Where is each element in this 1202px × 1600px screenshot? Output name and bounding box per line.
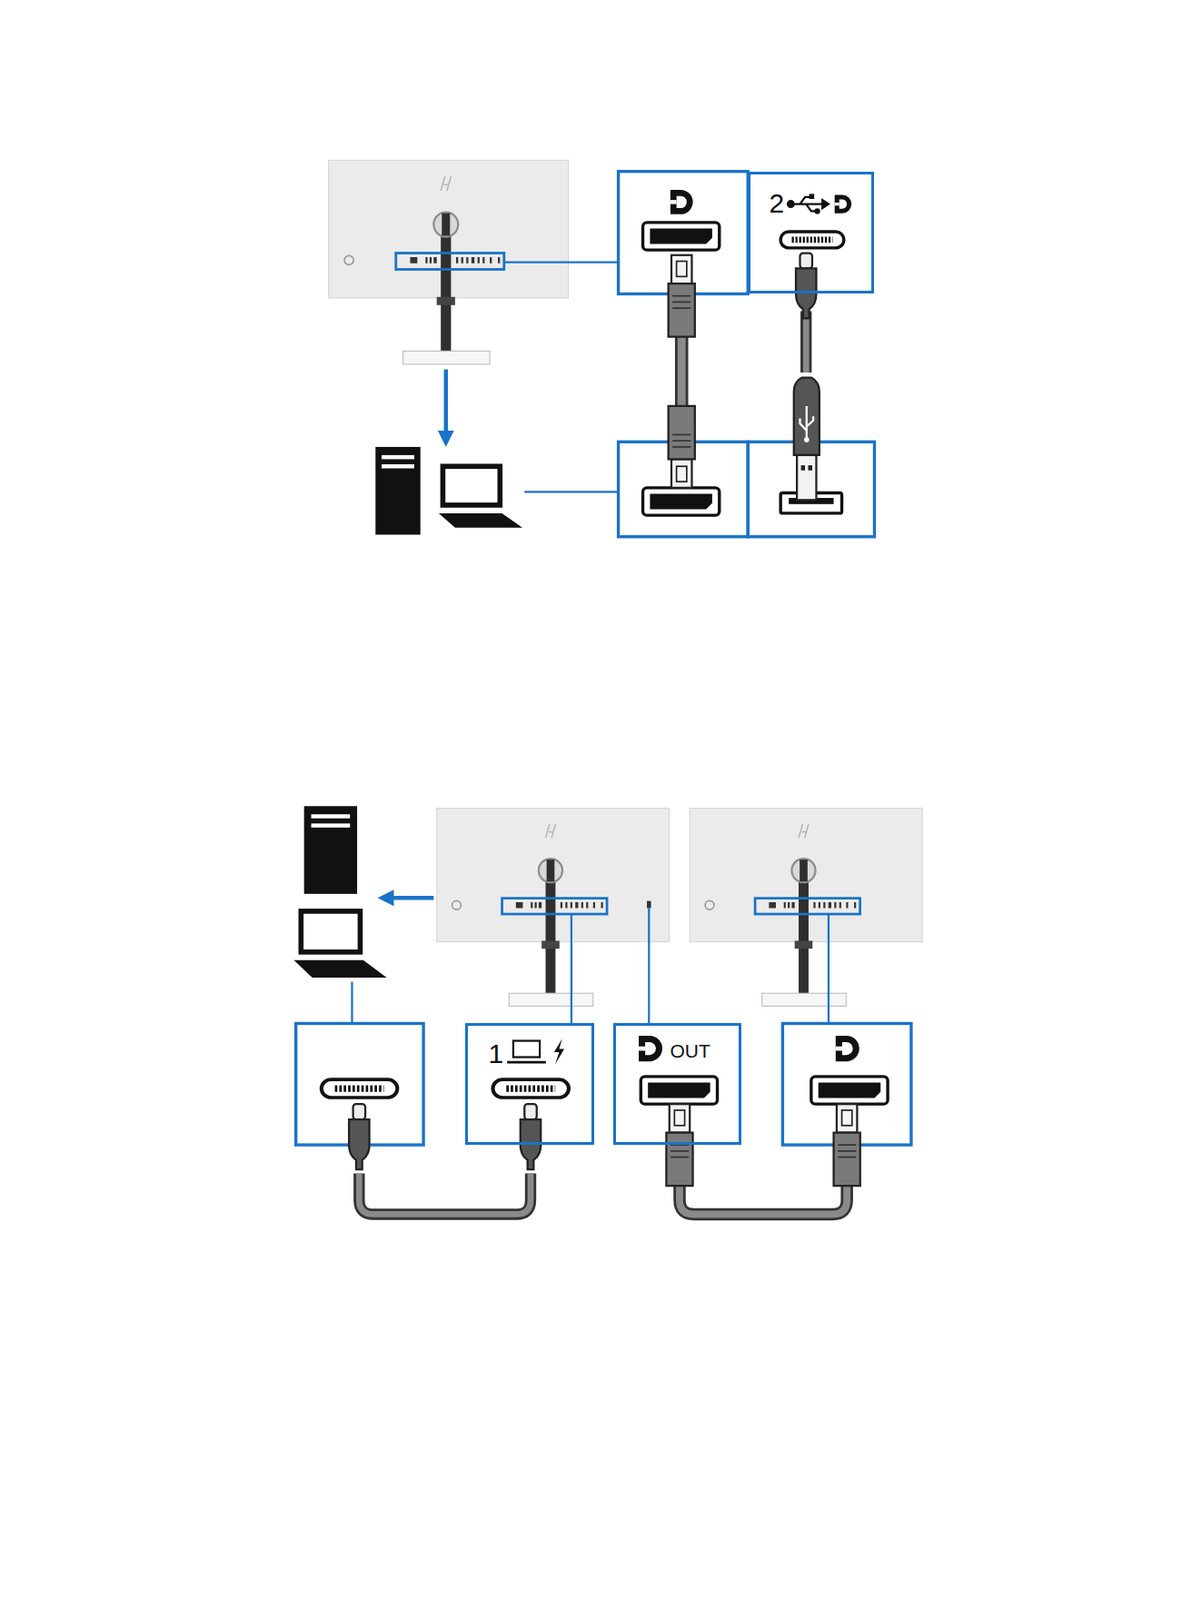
laptop-icon xyxy=(293,911,387,978)
displayport-port xyxy=(640,1076,717,1104)
displayport-logo xyxy=(835,1035,860,1062)
displayport-cable xyxy=(834,1103,861,1186)
displayport-port xyxy=(643,222,720,250)
displayport-logo xyxy=(834,195,853,214)
desktop-tower-icon xyxy=(311,823,351,827)
laptop-icon xyxy=(300,911,360,953)
displayport-cable xyxy=(668,255,696,338)
usb-c-port xyxy=(780,231,845,249)
usb-cable xyxy=(800,311,812,373)
usb-symbol xyxy=(787,195,829,214)
usb-cable xyxy=(794,253,820,501)
port-label: 2 xyxy=(768,189,785,218)
port-label-box: 1 xyxy=(465,1023,595,1145)
laptop-symbol xyxy=(506,1041,547,1063)
displayport-logo xyxy=(638,1035,663,1062)
laptop-icon xyxy=(438,513,523,528)
leader-lines xyxy=(570,913,573,1024)
usb-symbol xyxy=(787,200,795,208)
usb-symbol xyxy=(822,199,829,209)
usb-c-cable xyxy=(348,1103,369,1170)
displayport-cable xyxy=(675,326,689,418)
usb-symbol xyxy=(794,202,823,205)
desktop-tower-icon xyxy=(311,814,351,818)
desktop-tower-icon xyxy=(304,805,358,895)
power-bolt xyxy=(554,1038,565,1064)
displayport-port xyxy=(643,487,720,516)
displayport-cable xyxy=(677,326,686,418)
laptop-symbol xyxy=(506,1061,547,1064)
displayport-cable xyxy=(668,406,696,488)
usb-c-port xyxy=(321,1079,398,1098)
displayport-port xyxy=(643,487,720,516)
usb-c-port xyxy=(780,231,845,249)
displayport-cable xyxy=(679,1183,847,1215)
port-label-box: OUT xyxy=(613,1023,743,1145)
usb-c-cable xyxy=(348,1103,541,1214)
displayport-cable xyxy=(668,255,696,488)
usb-c-port xyxy=(321,1079,398,1098)
port-label: OUT xyxy=(669,1041,710,1061)
displayport-logo xyxy=(834,195,853,214)
usb-c-port xyxy=(492,1079,569,1098)
usb-cable xyxy=(795,253,816,319)
usb-symbol xyxy=(815,208,820,213)
displayport-cable xyxy=(665,1103,693,1186)
laptop-icon xyxy=(438,466,523,527)
desktop-tower-icon xyxy=(375,447,420,536)
direction-arrow xyxy=(386,895,435,900)
laptop-icon xyxy=(293,960,387,978)
usb-c-cable xyxy=(358,1173,531,1215)
displayport-port xyxy=(811,1076,888,1104)
leader-lines xyxy=(827,913,830,1024)
displayport-port xyxy=(640,1076,717,1104)
direction-arrow xyxy=(444,369,448,439)
monitor-back xyxy=(437,807,670,1006)
usb-cable xyxy=(794,377,820,501)
displayport-logo xyxy=(670,189,694,215)
leader-lines xyxy=(350,981,353,1024)
port-label: 1 xyxy=(488,1040,505,1068)
monitor-back xyxy=(689,807,923,1006)
leader-line xyxy=(524,490,618,493)
usb-symbol xyxy=(810,195,814,199)
displayport-logo xyxy=(638,1035,663,1062)
laptop-symbol xyxy=(513,1041,540,1058)
monitor-back xyxy=(437,807,670,1006)
leader-lines xyxy=(351,908,828,1024)
port-label-box: 2 xyxy=(747,171,875,295)
displayport-cable xyxy=(665,1103,860,1214)
displayport-cable xyxy=(679,1183,847,1215)
usb-cable xyxy=(803,311,810,373)
displayport-logo xyxy=(835,1035,860,1062)
desktop-tower-icon xyxy=(381,464,415,468)
displayport-port xyxy=(811,1076,888,1104)
leader-line xyxy=(504,261,619,264)
laptop-icon xyxy=(442,466,500,506)
desktop-tower-icon xyxy=(304,805,358,895)
displayport-logo xyxy=(670,189,694,215)
monitor-back xyxy=(689,807,923,1006)
desktop-tower-icon xyxy=(381,455,415,459)
leader-lines xyxy=(647,908,650,1024)
usb-c-cable xyxy=(520,1103,541,1170)
displayport-port xyxy=(643,222,720,250)
usb-c-cable xyxy=(358,1173,531,1215)
desktop-tower-icon xyxy=(375,447,420,536)
usb-c-port xyxy=(492,1079,569,1098)
port-marker xyxy=(646,901,651,909)
